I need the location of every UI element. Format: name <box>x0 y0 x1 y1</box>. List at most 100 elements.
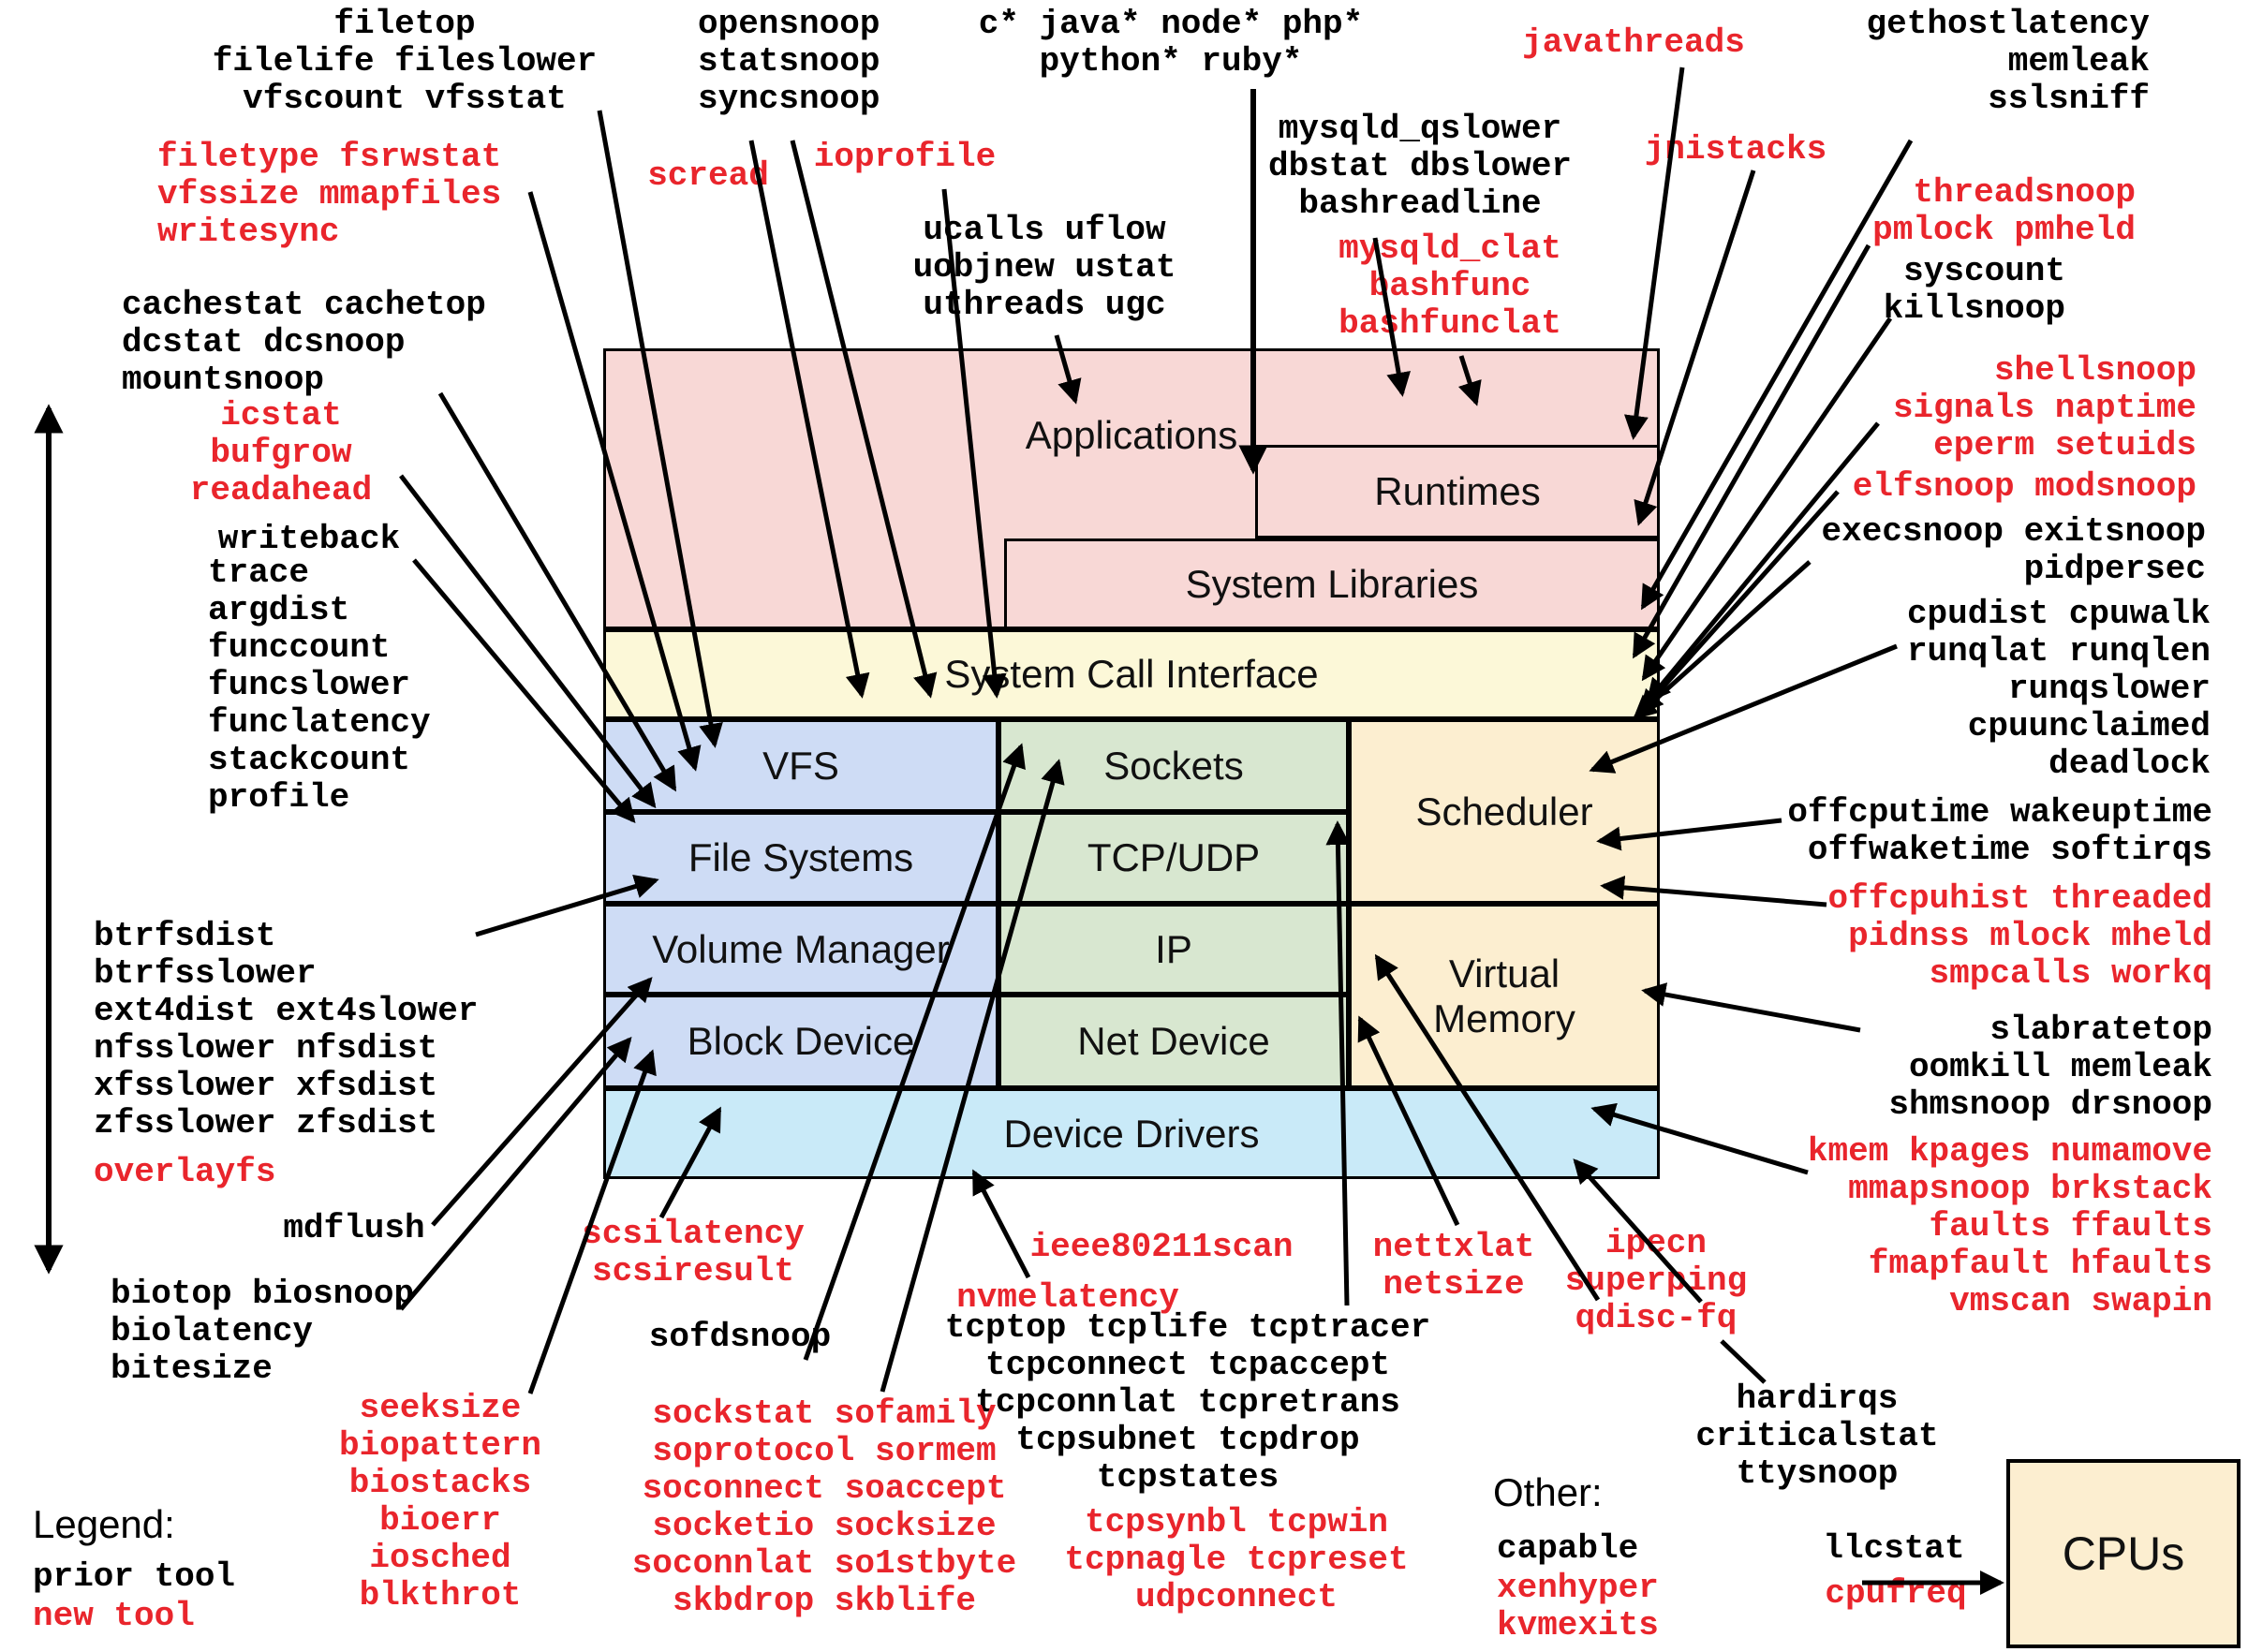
filetype-grp-line-2: vfssize mmapfiles <box>157 175 502 214</box>
block-device-label: Block Device <box>687 1019 915 1064</box>
javathreads-line-1: javathreads <box>1522 23 1745 62</box>
filetype-grp-line-1: filetype fsrwstat <box>157 138 502 176</box>
cpufreq-line-1: cpufreq <box>1825 1574 1967 1613</box>
trace-grp-line-2: argdist <box>208 591 350 629</box>
cpudist-grp-line-1: cpudist cpuwalk <box>1906 595 2211 633</box>
nettxlat-grp-line-1: nettxlat <box>1372 1228 1535 1266</box>
slabratetop-grp-line-1: slabratetop <box>1989 1010 2212 1049</box>
mysqld-grp-line-3: bashreadline <box>1298 184 1542 223</box>
virtual-memory-label: Virtual Memory <box>1433 951 1575 1040</box>
vfs-box: VFS <box>603 719 998 812</box>
icstat-grp-line-2: bufgrow <box>210 434 352 472</box>
volume-manager-label: Volume Manager <box>652 926 950 971</box>
tcp-udp-label: TCP/UDP <box>1087 835 1261 880</box>
virtual-memory-box: Virtual Memory <box>1349 904 1660 1088</box>
seeksize-grp-line-5: iosched <box>369 1539 511 1577</box>
arrow-threadsnoop-sci <box>1632 243 1871 659</box>
shellsnoop-grp-line-1: shellsnoop <box>1993 351 2196 390</box>
sofdsnoop-line-1: sofdsnoop <box>648 1318 832 1356</box>
seeksize-grp-line-4: bioerr <box>379 1501 501 1540</box>
cachestat-grp-line-1: cachestat cachetop <box>122 286 486 324</box>
tcpsynbl-grp-line-2: tcpnagle tcpreset <box>1064 1541 1409 1579</box>
xenhyper-grp-line-1: xenhyper <box>1497 1569 1659 1607</box>
ip-box: IP <box>998 904 1349 995</box>
offcpuhist-grp-line-2: pidnss mlock mheld <box>1848 917 2212 955</box>
jnistacks: jnistacks <box>1645 131 1826 169</box>
jnistacks-line-1: jnistacks <box>1644 130 1827 169</box>
tcptop-grp-line-2: tcpconnect tcpaccept <box>984 1346 1391 1384</box>
arrow-nvmelatency-devicedrivers <box>971 1169 1031 1279</box>
seeksize-grp-line-1: seeksize <box>359 1389 522 1427</box>
net-device-box: Net Device <box>998 995 1349 1088</box>
system-call-interface-box: System Call Interface <box>603 629 1660 719</box>
javathreads: javathreads <box>1522 24 1745 62</box>
opensnoop-grp-line-1: opensnoop <box>698 5 880 43</box>
mdflush: mdflush <box>283 1210 424 1247</box>
shellsnoop-grp-line-3: eperm setuids <box>1933 426 2196 465</box>
ieee-grp-line-1: ieee80211scan <box>1029 1228 1294 1266</box>
langs-grp: c* java* node* php*python* ruby* <box>979 6 1363 81</box>
elfsnoop-grp: elfsnoop modsnoop <box>1853 468 2196 506</box>
nettxlat-grp-line-2: netsize <box>1383 1265 1525 1304</box>
icstat-grp-line-3: readahead <box>189 471 373 509</box>
kmem-grp-line-5: vmscan swapin <box>1949 1282 2212 1320</box>
kmem-grp-line-3: faults ffaults <box>1929 1207 2212 1246</box>
elfsnoop-grp-line-1: elfsnoop modsnoop <box>1852 467 2196 506</box>
cachestat-grp-line-2: dcstat dcsnoop <box>122 323 406 361</box>
tcpsynbl-grp-line-3: udpconnect <box>1134 1578 1338 1616</box>
threadsnoop-grp-line-2: pmlock pmheld <box>1872 211 2136 249</box>
other-title: Other: <box>1493 1470 1603 1514</box>
scsilatency-grp-line-2: scsiresult <box>591 1252 795 1291</box>
cpus-box: CPUs <box>2006 1459 2241 1648</box>
ipecn-grp-line-3: qdisc-fq <box>1575 1299 1738 1337</box>
trace-grp-line-1: trace <box>208 553 310 592</box>
device-drivers-box: Device Drivers <box>603 1088 1660 1179</box>
arrow-slabratetop-virtualmemory <box>1641 982 1861 1033</box>
kmem-grp-line-1: kmem kpages numamove <box>1807 1132 2212 1171</box>
ucalls-grp-line-1: ucalls uflow <box>923 211 1166 249</box>
vfs-label: VFS <box>762 743 839 788</box>
trace-grp-line-3: funccount <box>208 628 391 667</box>
arrow-elfsnoop-sci <box>1638 490 1840 715</box>
cpudist-grp-line-2: runqlat runqlen <box>1906 632 2211 671</box>
tcp-udp-box: TCP/UDP <box>998 812 1349 904</box>
llcstat: llcstat <box>1823 1530 1964 1568</box>
llcstat-line-1: llcstat <box>1823 1529 1965 1568</box>
device-drivers-label: Device Drivers <box>1003 1111 1260 1156</box>
overlayfs: overlayfs <box>94 1154 275 1191</box>
biotop-grp-line-3: bitesize <box>111 1350 273 1388</box>
sockstat-grp-line-6: skbdrop skblife <box>672 1582 977 1620</box>
writeback: writeback <box>218 521 400 558</box>
ioprofile: ioprofile <box>814 139 996 176</box>
other-title-line-1: Other: <box>1493 1470 1603 1514</box>
threadsnoop-grp-line-1: threadsnoop <box>1913 173 2136 212</box>
ip-label: IP <box>1155 926 1192 971</box>
capable-line-1: capable <box>1497 1529 1639 1568</box>
filetop-grp-line-1: filetop <box>333 5 476 43</box>
gethost-grp-line-1: gethostlatency <box>1866 5 2150 43</box>
biotop-grp-line-2: biolatency <box>111 1312 314 1350</box>
file-systems-label: File Systems <box>688 835 914 880</box>
btrfs-grp-line-1: btrfsdist <box>94 917 276 955</box>
ieee-grp: ieee80211scan <box>1030 1229 1294 1266</box>
system-call-interface-label: System Call Interface <box>944 652 1319 697</box>
mysqldclat-grp-line-1: mysqld_clat <box>1338 229 1561 268</box>
